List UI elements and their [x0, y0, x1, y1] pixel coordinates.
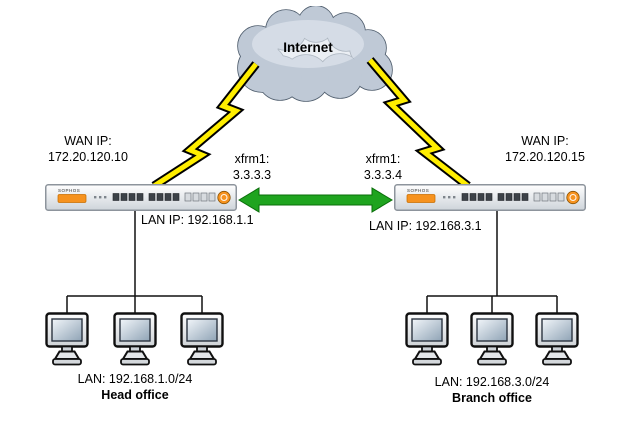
xfrm-caption: xfrm1:	[234, 152, 270, 166]
wan-ip-value: 172.20.120.15	[505, 150, 585, 164]
workstation-icon	[178, 311, 226, 369]
site-block-head-office: LAN: 192.168.1.0/24 Head office	[35, 371, 235, 403]
site-block-branch-office: LAN: 192.168.3.0/24 Branch office	[392, 374, 592, 406]
wan-ip-value: 172.20.120.10	[48, 150, 128, 164]
workstation-icon	[468, 311, 516, 369]
workstation-icon	[111, 311, 159, 369]
wan-ip-caption: WAN IP:	[521, 134, 569, 148]
xfrm-ip: 3.3.3.4	[363, 168, 403, 182]
lan-subnet: LAN: 192.168.3.0/24	[434, 375, 550, 389]
site-name: Branch office	[452, 391, 532, 405]
workstation-icon	[43, 311, 91, 369]
lan-ip-branch-office: LAN IP: 192.168.3.1	[369, 219, 482, 233]
firewall-appliance-head-office	[45, 184, 237, 211]
xfrm-label-head-office: xfrm1: 3.3.3.3	[212, 151, 292, 183]
workstation-icon	[403, 311, 451, 369]
xfrm-caption: xfrm1:	[365, 152, 401, 166]
internet-label: Internet	[283, 40, 333, 55]
workstation-icon	[533, 311, 581, 369]
lan-ip-head-office: LAN IP: 192.168.1.1	[141, 213, 254, 227]
xfrm-label-branch-office: xfrm1: 3.3.3.4	[343, 151, 423, 183]
lan-subnet: LAN: 192.168.1.0/24	[77, 372, 193, 386]
cloud-highlight	[252, 20, 364, 68]
wan-ip-head-office: WAN IP: 172.20.120.10	[28, 133, 148, 165]
firewall-appliance-branch-office	[394, 184, 586, 211]
vpn-tunnel-arrow	[238, 187, 393, 213]
xfrm-ip: 3.3.3.3	[232, 168, 272, 182]
internet-cloud	[237, 6, 393, 102]
wan-ip-caption: WAN IP:	[64, 134, 112, 148]
site-name: Head office	[101, 388, 169, 402]
wan-ip-branch-office: WAN IP: 172.20.120.15	[485, 133, 605, 165]
